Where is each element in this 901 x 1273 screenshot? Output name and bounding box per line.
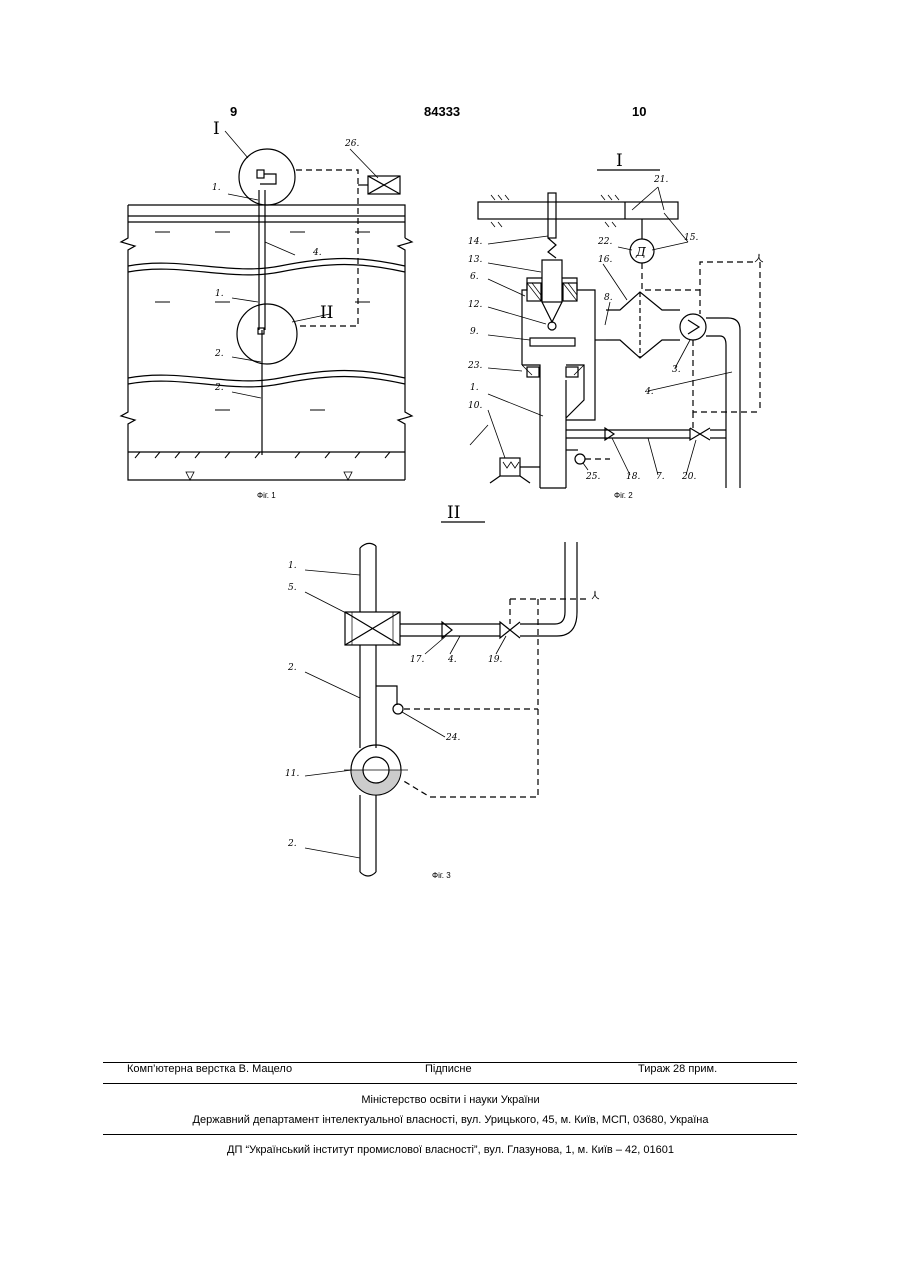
- fig2-label-16: 16.: [598, 255, 612, 265]
- fig2-label-1: 1.: [470, 383, 479, 393]
- fig3-caption: Фіг. 3: [432, 871, 451, 880]
- fig1-label-26: 26.: [344, 139, 359, 149]
- fig2-label-12: 12.: [468, 300, 482, 310]
- fig1-caption: Фіг. 1: [257, 491, 276, 500]
- footer-rule-middle: [103, 1083, 797, 1084]
- figure-1: [121, 131, 412, 480]
- footer-layout: Комп’ютерна верстка В. Мацело: [127, 1063, 292, 1075]
- fig2-label-6: 6.: [470, 272, 479, 282]
- fig2-label-13: 13.: [468, 255, 482, 265]
- fig2-label-21: 21.: [653, 175, 668, 185]
- footer-institute: ДП “Український інститут промислової вла…: [0, 1144, 901, 1156]
- figure-3: [305, 522, 599, 876]
- footer-signed: Підписне: [425, 1063, 472, 1075]
- fig3-title: II: [447, 503, 460, 523]
- footer-circulation: Тираж 28 прим.: [638, 1063, 717, 1075]
- fig2-label-18: 18.: [626, 472, 640, 482]
- fig2-label-20: 20.: [681, 472, 696, 482]
- fig1-label-2b: 2.: [214, 383, 224, 393]
- fig3-label-19: 19.: [488, 655, 502, 665]
- fig1-label-1b: 1.: [215, 289, 224, 299]
- fig3-label-11: 11.: [285, 769, 299, 779]
- fig2-label-4: 4.: [644, 387, 654, 397]
- fig3-label-17: 17.: [410, 655, 424, 665]
- fig2-motor-letter: Д: [635, 245, 646, 259]
- fig2-label-7: 7.: [656, 472, 665, 482]
- fig2-label-14: 14.: [468, 237, 482, 247]
- fig3-label-2b: 2.: [287, 839, 297, 849]
- fig3-label-24: 24.: [445, 733, 460, 743]
- footer-ministry: Міністерство освіти і науки України: [0, 1094, 901, 1106]
- fig2-title: I: [616, 151, 623, 171]
- fig1-label-2a: 2.: [214, 349, 224, 359]
- fig1-label-4: 4.: [312, 248, 322, 258]
- fig3-label-5: 5.: [288, 583, 297, 593]
- fig1-label-1a: 1.: [212, 183, 221, 193]
- fig2-label-15: 15.: [684, 233, 698, 243]
- fig2-label-23: 23.: [467, 361, 482, 371]
- fig2-caption: Фіг. 2: [614, 491, 633, 500]
- fig2-label-25: 25.: [585, 472, 600, 482]
- fig1-roman-I: I: [213, 119, 220, 139]
- fig2-label-10: 10.: [468, 401, 482, 411]
- fig3-label-4: 4.: [447, 655, 457, 665]
- fig2-label-9: 9.: [470, 327, 479, 337]
- footer-rule-bottom: [103, 1134, 797, 1135]
- fig2-label-8: 8.: [604, 293, 613, 303]
- figure-2: Д: [470, 170, 763, 488]
- fig1-roman-II: II: [320, 303, 333, 323]
- footer-department: Державний департамент інтелектуальної вл…: [0, 1114, 901, 1126]
- fig2-label-3: 3.: [672, 365, 681, 375]
- fig2-label-22: 22.: [597, 237, 612, 247]
- patent-drawings: I II 1. 26. 4. 1. 2. 2. Фіг. 1: [0, 0, 901, 900]
- fig3-label-2a: 2.: [287, 663, 297, 673]
- fig3-label-1: 1.: [288, 561, 297, 571]
